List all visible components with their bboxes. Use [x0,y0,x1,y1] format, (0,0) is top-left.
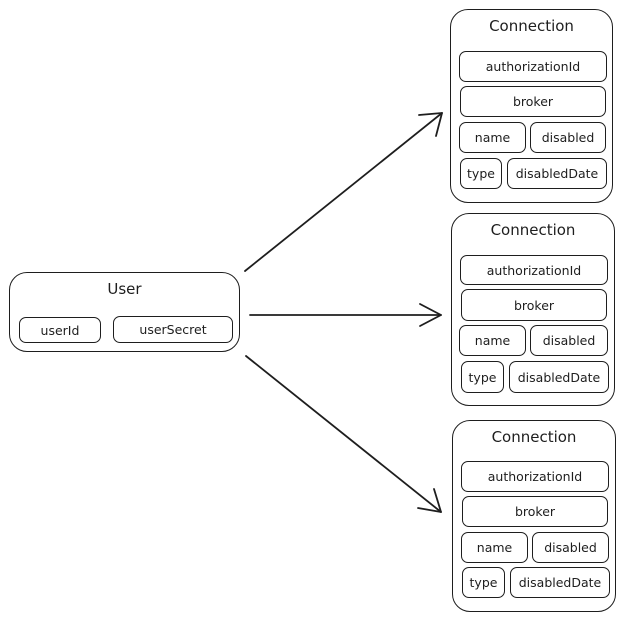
user-entity[interactable]: User userId userSecret [9,272,240,352]
field-disabled[interactable]: disabled [532,532,609,563]
field-disabled-date[interactable]: disabledDate [510,567,610,598]
arrow-to-connection-2 [249,303,442,327]
field-broker[interactable]: broker [462,496,608,527]
user-title: User [107,280,142,298]
connection-title: Connection [489,17,574,35]
connection-entity-3[interactable]: Connection authorizationId broker name d… [452,420,616,612]
field-name[interactable]: name [459,122,526,153]
field-authorization-id[interactable]: authorizationId [459,51,607,82]
field-name[interactable]: name [461,532,528,563]
field-disabled-date[interactable]: disabledDate [509,361,609,393]
arrow-to-connection-3 [245,355,442,513]
field-authorization-id[interactable]: authorizationId [461,461,609,492]
field-name[interactable]: name [459,325,526,356]
arrow-to-connection-1 [244,112,443,272]
connection-entity-1[interactable]: Connection authorizationId broker name d… [450,9,613,203]
field-broker[interactable]: broker [461,289,607,321]
field-user-id[interactable]: userId [19,317,101,343]
field-disabled-date[interactable]: disabledDate [507,158,607,189]
connection-title: Connection [490,221,576,239]
connection-title: Connection [491,428,577,446]
field-disabled[interactable]: disabled [530,122,606,153]
field-authorization-id[interactable]: authorizationId [460,255,608,285]
connection-entity-2[interactable]: Connection authorizationId broker name d… [451,213,615,406]
field-disabled[interactable]: disabled [530,325,608,356]
field-type[interactable]: type [460,158,502,189]
field-type[interactable]: type [462,567,505,598]
field-type[interactable]: type [461,361,504,393]
field-user-secret[interactable]: userSecret [113,316,233,343]
field-broker[interactable]: broker [460,86,606,117]
